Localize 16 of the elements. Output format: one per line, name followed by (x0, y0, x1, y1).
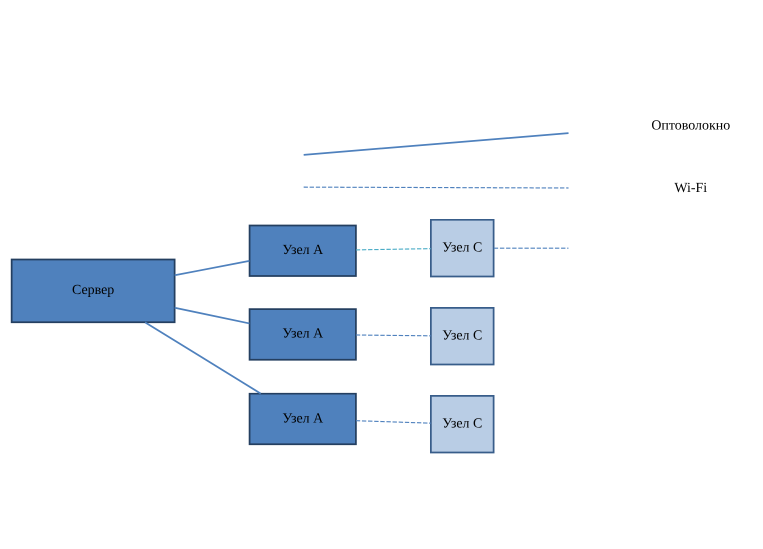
node-box: Узел С (430, 395, 494, 454)
legend-label: Оптоволокно (651, 118, 730, 134)
connector (174, 260, 250, 276)
connector (356, 334, 431, 336)
node-box: Узел А (248, 308, 357, 361)
node-box: Узел С (430, 306, 494, 366)
node-box: Узел А (248, 392, 357, 446)
connector (494, 248, 568, 249)
node-box: Сервер (10, 258, 176, 324)
connector (356, 420, 431, 424)
node-box: Узел С (430, 218, 494, 278)
connector (356, 248, 431, 250)
legend-label: Wi-Fi (674, 181, 708, 196)
connector (144, 322, 262, 394)
node-box: Узел А (248, 224, 357, 277)
connector (174, 306, 250, 324)
